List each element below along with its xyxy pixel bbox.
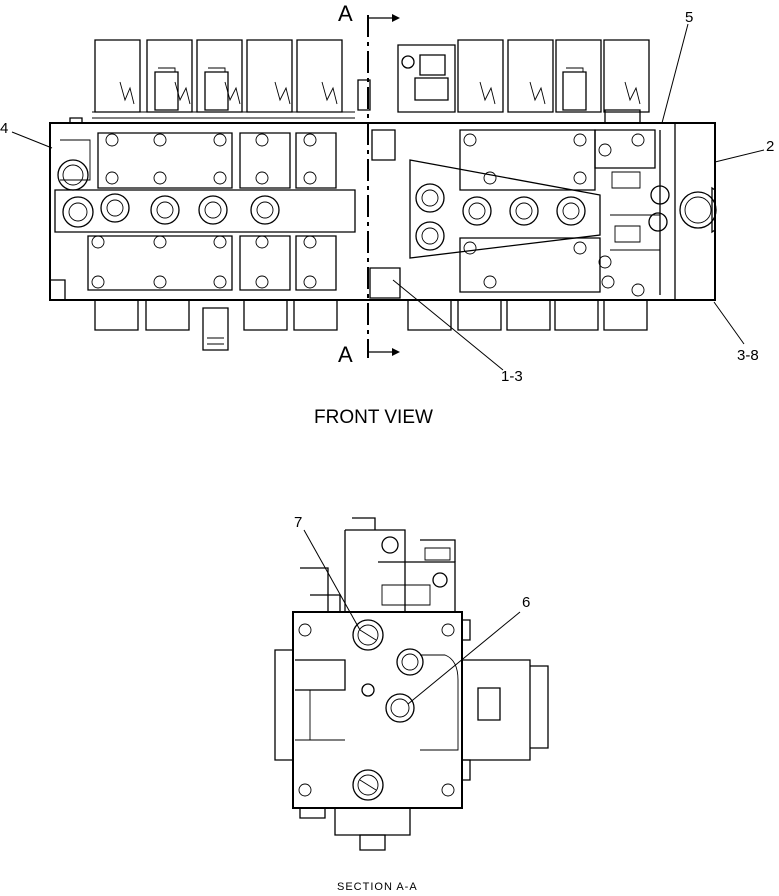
front-view-caption: FRONT VIEW [314,407,433,428]
front-view-drawing [11,14,765,371]
callout-4: 4 [0,120,8,137]
callout-5: 5 [685,9,693,26]
section-view-drawing [274,517,549,851]
front-ports [57,159,670,251]
section-marker-top: A [338,1,353,26]
front-bolts [91,133,645,297]
callout-6: 6 [522,594,530,611]
callout-2: 2 [766,138,774,155]
callout-1-3: 1-3 [501,368,523,385]
section-view-caption: SECTION A-A [337,881,418,893]
callout-3-8: 3-8 [737,347,759,364]
section-marker-bottom: A [338,342,353,367]
callout-7: 7 [294,514,302,531]
